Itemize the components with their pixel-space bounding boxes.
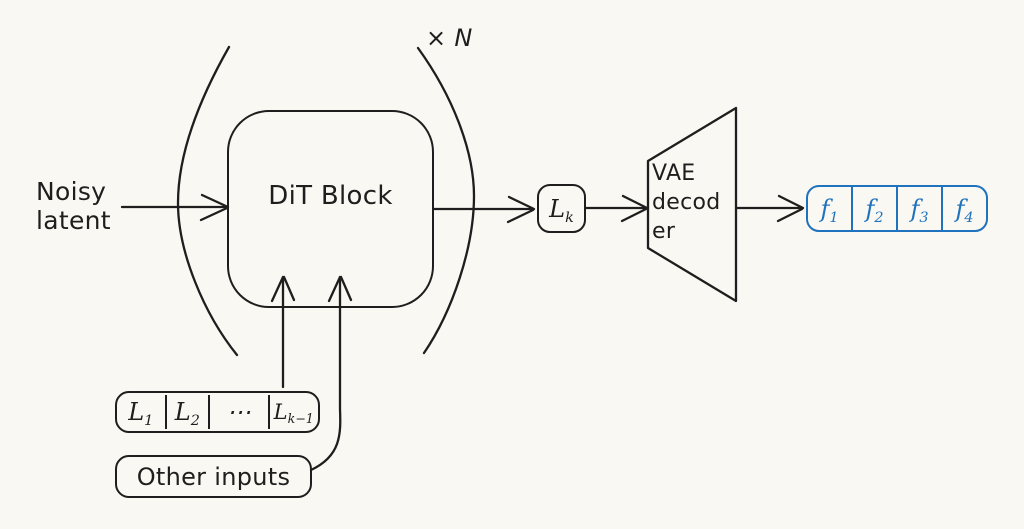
noisy-latent-line1: Noisy — [36, 177, 107, 206]
history-cell-divider — [267, 395, 270, 429]
frame-1-base: f — [820, 194, 830, 223]
history-1-base: L — [128, 398, 145, 426]
history-last-sub: k−1 — [287, 411, 314, 427]
latent-history-box: L1 L2 ⋯ Lk−1 — [115, 391, 320, 433]
frame-1-sub: 1 — [829, 209, 839, 226]
frame-cell-1: f1 — [808, 187, 851, 230]
arrow-dit-to-lk — [432, 195, 536, 224]
arrow-noisy-to-dit — [120, 193, 230, 222]
history-2-sub: 2 — [190, 413, 200, 430]
latent-k-box: Lk — [537, 184, 586, 233]
dit-block: DiT Block — [227, 110, 434, 308]
output-frames-box: f1 f2 f3 f4 — [806, 185, 988, 232]
frame-4-sub: 4 — [964, 209, 974, 226]
frame-3-sub: 3 — [919, 209, 929, 226]
arrow-lk-to-vae — [584, 194, 649, 223]
history-cell-last: Lk−1 — [270, 393, 319, 431]
frame-cell-3: f3 — [896, 187, 941, 230]
vae-decoder-label: VAE decod er — [652, 159, 721, 246]
history-cell-dots: ⋯ — [210, 393, 267, 431]
other-inputs-label: Other inputs — [136, 462, 291, 491]
latent-k-base: L — [549, 194, 566, 223]
frame-2-sub: 2 — [874, 209, 884, 226]
history-1-sub: 1 — [144, 413, 154, 430]
arrow-history-to-dit — [270, 275, 296, 389]
history-cell-divider — [208, 395, 211, 429]
history-last-base: L — [273, 400, 288, 424]
frame-4-base: f — [955, 194, 965, 223]
frame-2-base: f — [865, 194, 875, 223]
repeat-count-label: × N — [426, 24, 473, 52]
vae-decoder-line2: decod — [652, 190, 721, 215]
noisy-latent-label: Noisy latent — [36, 177, 111, 235]
latent-k-sub: k — [565, 209, 574, 226]
latent-k-label: Lk — [549, 194, 574, 226]
history-cell-2: L2 — [167, 393, 209, 431]
noisy-latent-line2: latent — [36, 206, 111, 235]
right-parenthesis-shape — [416, 46, 476, 355]
frame-cell-2: f2 — [851, 187, 896, 230]
history-cell-divider — [164, 395, 167, 429]
history-2-base: L — [174, 398, 191, 426]
vae-decoder-shape — [646, 106, 738, 303]
other-inputs-box: Other inputs — [115, 455, 312, 498]
history-cell-1: L1 — [117, 393, 165, 431]
history-dots: ⋯ — [226, 398, 251, 426]
left-parenthesis-shape — [176, 45, 239, 357]
vae-decoder-line1: VAE — [652, 161, 696, 186]
dit-block-label: DiT Block — [268, 181, 393, 211]
arrow-otherinputs-to-dit — [309, 275, 353, 472]
arrow-vae-to-output — [735, 194, 805, 223]
vae-decoder-line3: er — [652, 219, 676, 244]
frame-3-base: f — [910, 194, 920, 223]
frame-cell-4: f4 — [941, 187, 986, 230]
